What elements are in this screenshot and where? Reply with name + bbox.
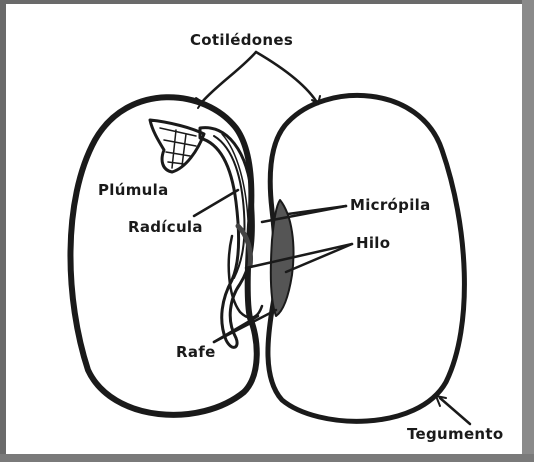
leader-hilo-1: [246, 244, 352, 268]
label-cotiledones: Cotilédones: [190, 31, 293, 49]
leader-micropila-2: [288, 206, 346, 214]
right-cotyledon: [268, 95, 464, 421]
label-rafe: Rafe: [176, 343, 216, 361]
leader-hilo-2: [286, 244, 352, 272]
leader-radicula: [194, 190, 238, 216]
leader-cotiledones-right: [256, 52, 318, 104]
leader-tegumento: [440, 398, 470, 424]
label-tegumento: Tegumento: [407, 425, 504, 443]
label-micropila: Micrópila: [350, 196, 431, 214]
leader-cotiledones-left: [202, 52, 256, 102]
label-plumula: Plúmula: [98, 181, 169, 199]
label-hilo: Hilo: [356, 234, 390, 252]
plumule-veins: [160, 128, 196, 168]
label-radicula: Radícula: [128, 218, 203, 236]
